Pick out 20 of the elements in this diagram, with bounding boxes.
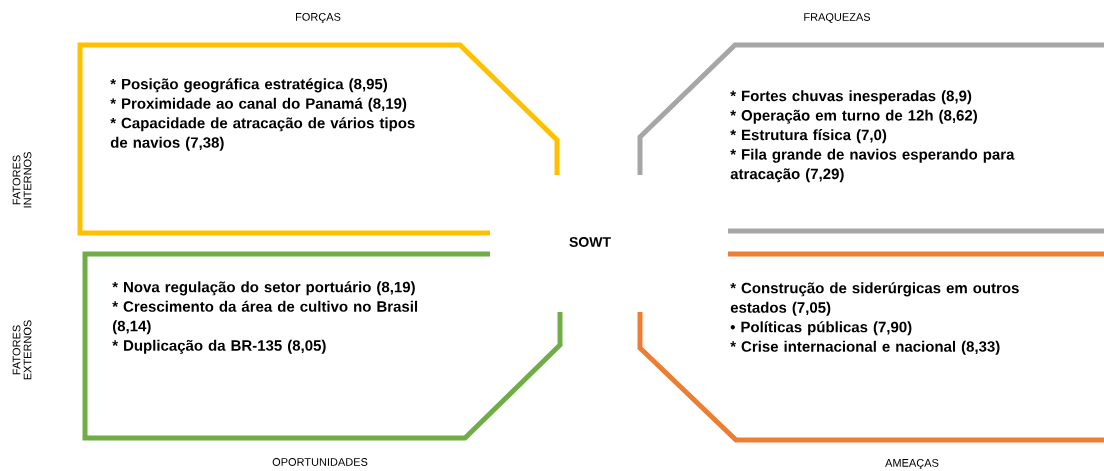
list-item: * Estrutura física (7,0) (730, 129, 887, 144)
list-item: * Nova regulação do setor portuário (8,19) (112, 281, 415, 296)
quadrant-heading: FRAQUEZAS (804, 13, 871, 23)
list-item: * Fortes chuvas inesperadas (8,9) (730, 90, 972, 105)
list-item: * Fila grande de navios esperando para atracação (7,29) (730, 148, 1015, 183)
list-item: * Construção de siderúrgicas em outros estados (7,05) (730, 282, 1019, 316)
list-item: * Duplicação da BR-135 (8,05) (112, 339, 326, 354)
list-item: * Capacidade de atracação de vários tipos de navios (7,38) (110, 117, 415, 151)
center-label: SOWT (569, 237, 611, 247)
list-item: * Proximidade ao canal do Panamá (8,19) (110, 97, 407, 112)
list-item: * Operação em turno de 12h (8,62) (730, 109, 977, 124)
list-item: • Políticas públicas (7,90) (730, 321, 912, 336)
quadrant-heading: AMEAÇAS (885, 459, 939, 469)
list-item: * Crise internacional e nacional (8,33) (730, 340, 1000, 355)
list-item: * Posição geográfica estratégica (8,95) (110, 78, 388, 93)
axis-label: FATORES EXTERNOS (12, 320, 32, 380)
quadrant-heading: OPORTUNIDADES (272, 458, 368, 466)
quadrant-heading: FORÇAS (296, 13, 341, 23)
axis-label: FATORES INTERNOS (12, 152, 32, 208)
list-item: * Crescimento da área de cultivo no Brasil (8,14) (112, 300, 418, 335)
